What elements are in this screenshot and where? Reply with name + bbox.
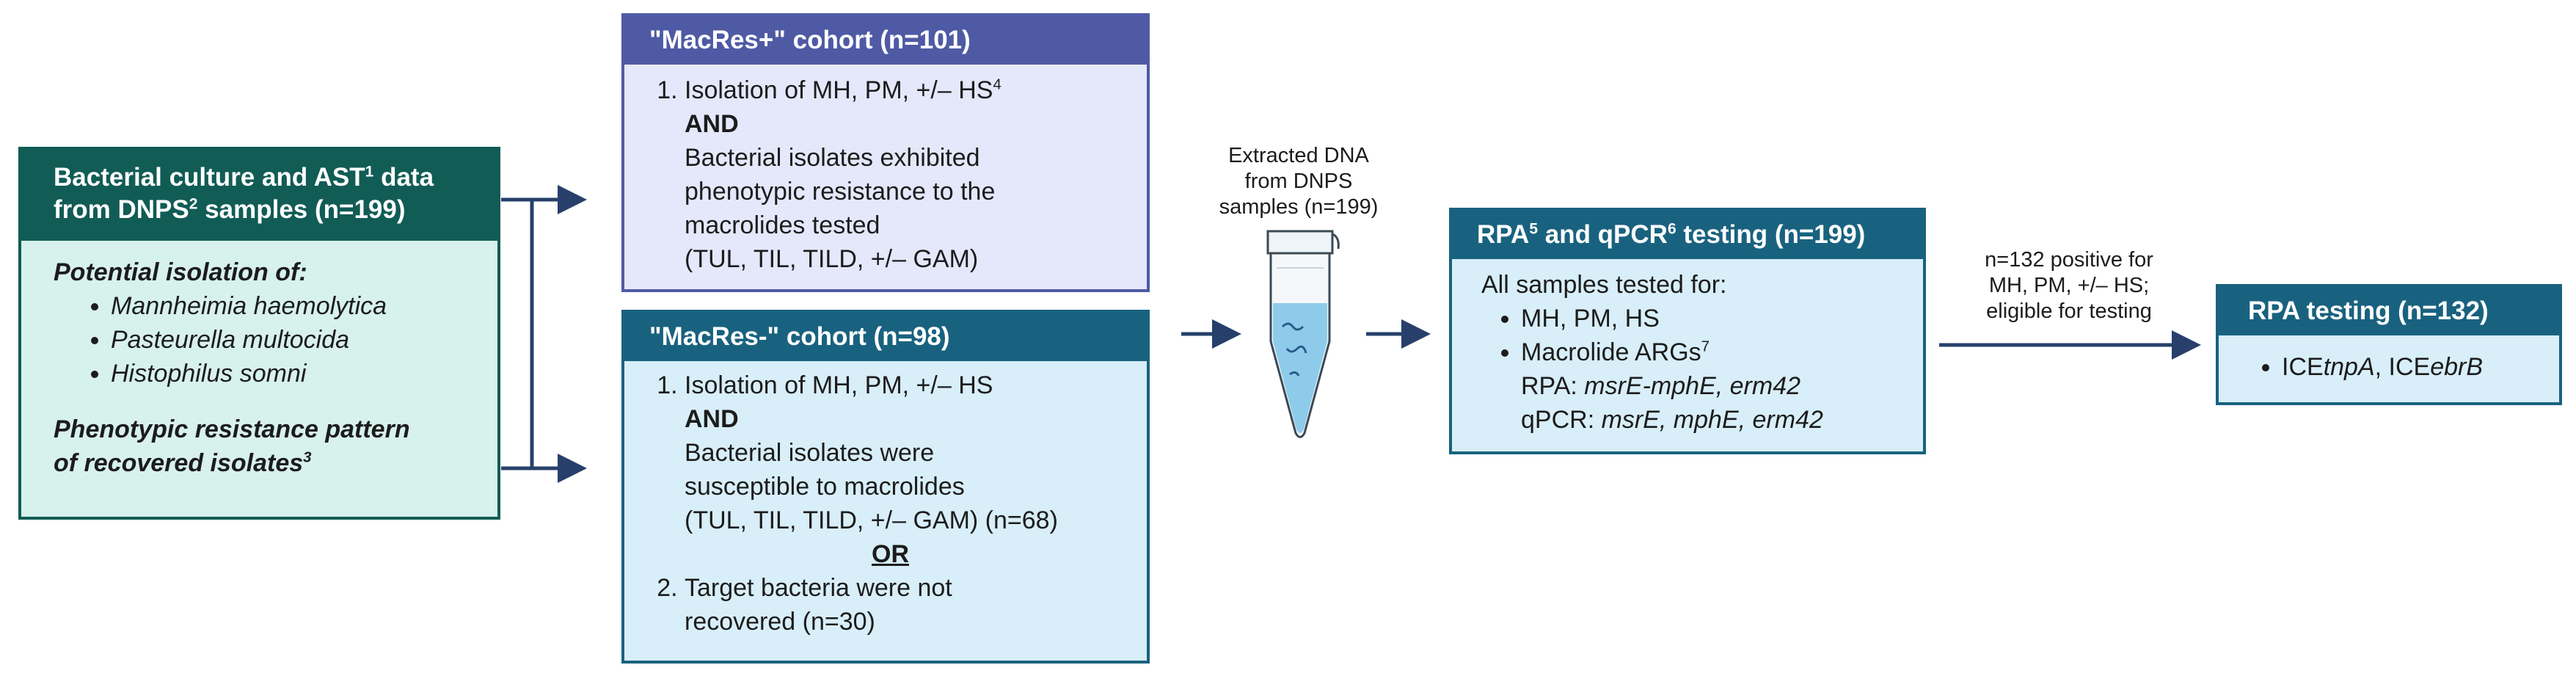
macres-pos-title: "MacRes+" cohort (n=101) <box>624 16 1147 65</box>
species-item: Mannheimia haemolytica <box>111 289 497 323</box>
positive-note: n=132 positive for MH, PM, +/– HS; eligi… <box>1985 248 2153 323</box>
tube-icon <box>1266 230 1340 438</box>
dna-label: Extracted DNA from DNPS samples (n=199) <box>1219 144 1379 219</box>
and-label: AND <box>685 405 739 433</box>
macres-neg-body: Isolation of MH, PM, +/– HS AND Bacteria… <box>624 361 1147 661</box>
macres-pos-item-1: Isolation of MH, PM, +/– HS4 AND Bacteri… <box>685 73 1147 276</box>
or-label: OR <box>872 540 909 568</box>
rpa-qpcr-bullet-2: Macrolide ARGs7 RPA: msrE-mphE, erm42 qP… <box>1521 335 1923 437</box>
culture-box: Bacterial culture and AST1 data from DNP… <box>18 147 500 520</box>
potential-heading: Potential isolation of: <box>54 258 307 286</box>
macres-pos-list: Isolation of MH, PM, +/– HS4 AND Bacteri… <box>624 73 1147 276</box>
macres-neg-list: Isolation of MH, PM, +/– HS AND Bacteria… <box>624 368 1147 639</box>
rpa-qpcr-bullet-1: MH, PM, HS <box>1521 302 1923 335</box>
species-list: Mannheimia haemolytica Pasteurella multo… <box>54 289 497 390</box>
rpa-qpcr-list: MH, PM, HS Macrolide ARGs7 RPA: msrE-mph… <box>1481 302 1923 437</box>
rpa-testing-title: RPA testing (n=132) <box>2219 287 2559 335</box>
rpa-qpcr-title: RPA5 and qPCR6 testing (n=199) <box>1452 211 1923 259</box>
macres-pos-box: "MacRes+" cohort (n=101) Isolation of MH… <box>621 13 1150 292</box>
macres-neg-item-2: Target bacteria were not recovered (n=30… <box>685 571 1147 639</box>
species-item: Histophilus somni <box>111 357 497 390</box>
pattern-text: Phenotypic resistance pattern of recover… <box>54 415 410 477</box>
bracket-connector <box>501 185 587 483</box>
macres-neg-box: "MacRes-" cohort (n=98) Isolation of MH,… <box>621 310 1150 664</box>
and-label: AND <box>685 110 739 138</box>
species-item: Pasteurella multocida <box>111 323 497 357</box>
rpa-qpcr-intro: All samples tested for: <box>1481 271 1727 299</box>
rpa-qpcr-box: RPA5 and qPCR6 testing (n=199) All sampl… <box>1449 208 1926 454</box>
macres-neg-title: "MacRes-" cohort (n=98) <box>624 313 1147 361</box>
macres-pos-body: Isolation of MH, PM, +/– HS4 AND Bacteri… <box>624 65 1147 289</box>
culture-title: Bacterial culture and AST1 data from DNP… <box>21 150 497 241</box>
rpa-testing-body: ICEtnpA, ICEebrB <box>2219 335 2559 402</box>
rpa-testing-box: RPA testing (n=132) ICEtnpA, ICEebrB <box>2216 284 2562 405</box>
macres-neg-item-1: Isolation of MH, PM, +/– HS AND Bacteria… <box>685 368 1147 571</box>
rpa-testing-genes: ICEtnpA, ICEebrB <box>2282 350 2559 384</box>
rpa-qpcr-body: All samples tested for: MH, PM, HS Macro… <box>1452 259 1923 451</box>
rpa-testing-list: ICEtnpA, ICEebrB <box>2248 350 2559 384</box>
culture-body: Potential isolation of: Mannheimia haemo… <box>21 241 497 517</box>
